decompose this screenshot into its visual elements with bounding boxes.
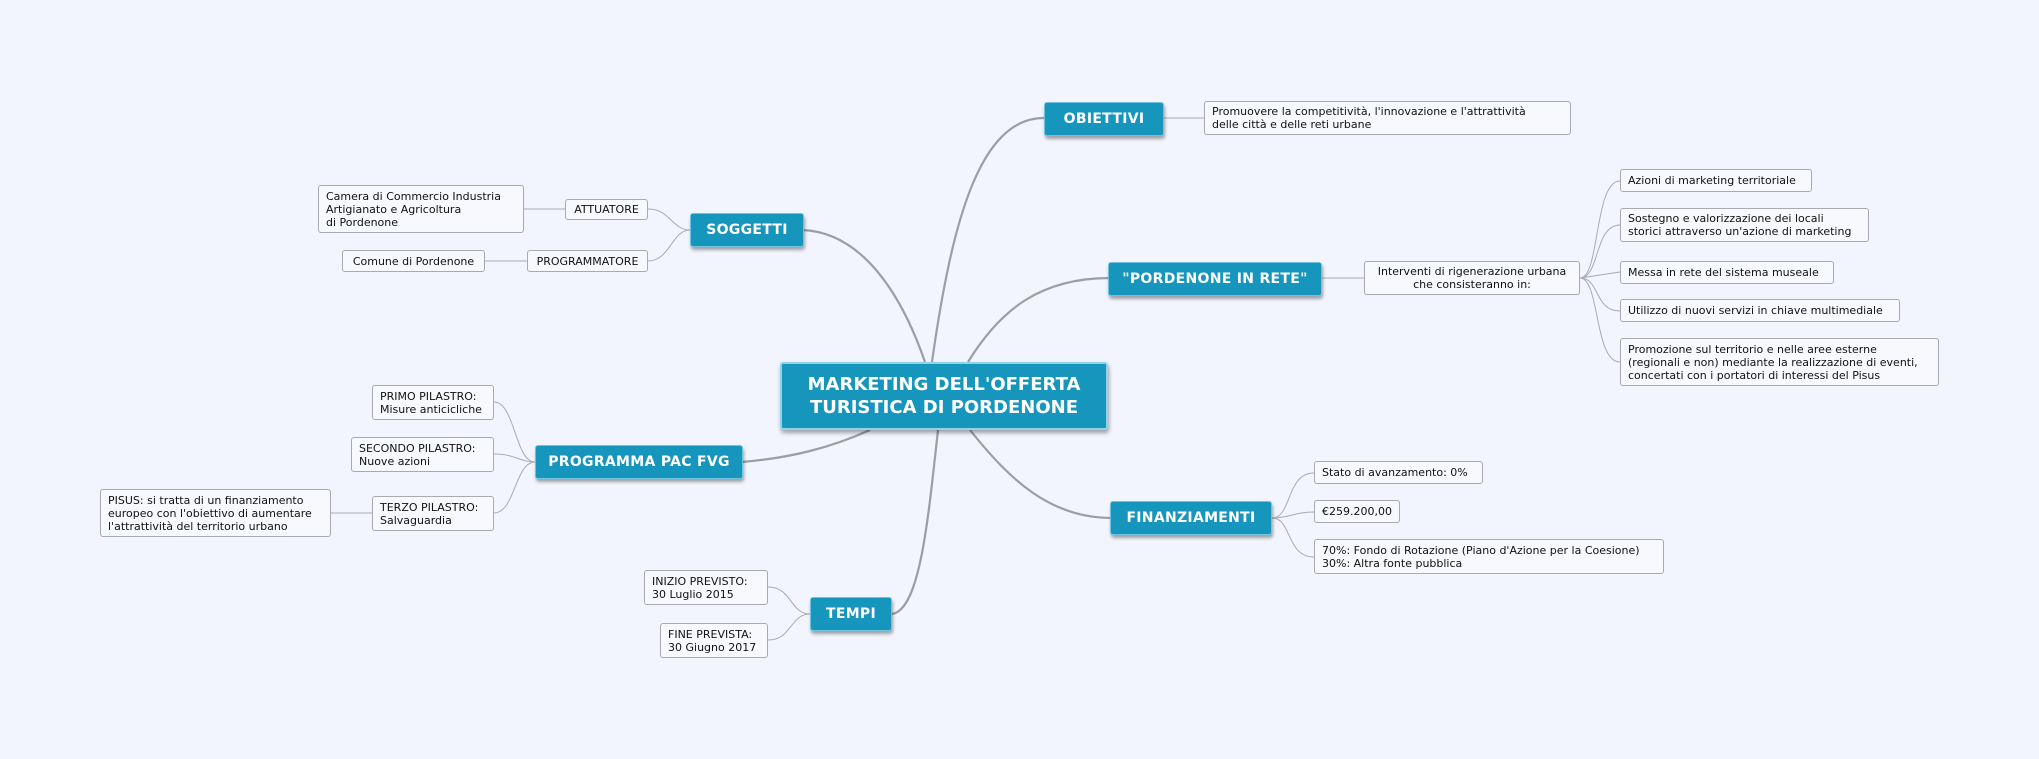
pac-primo-pilastro[interactable]: PRIMO PILASTRO: Misure anticicliche — [372, 385, 494, 420]
finanziamenti-stato[interactable]: Stato di avanzamento: 0% — [1314, 461, 1483, 484]
topic-pordenone-in-rete[interactable]: "PORDENONE IN RETE" — [1108, 262, 1322, 296]
tempi-inizio[interactable]: INIZIO PREVISTO: 30 Luglio 2015 — [644, 570, 768, 605]
pac-secondo-pilastro[interactable]: SECONDO PILASTRO: Nuove azioni — [351, 437, 494, 472]
obiettivi-detail[interactable]: Promuovere la competitività, l'innovazio… — [1204, 101, 1571, 135]
central-topic[interactable]: MARKETING DELL'OFFERTA TURISTICA DI PORD… — [780, 362, 1108, 430]
soggetti-programmatore-value[interactable]: Comune di Pordenone — [342, 250, 485, 272]
pac-pisus-note[interactable]: PISUS: si tratta di un finanziamento eur… — [100, 489, 331, 537]
rete-item-marketing[interactable]: Azioni di marketing territoriale — [1620, 169, 1812, 192]
topic-obiettivi-label: OBIETTIVI — [1063, 111, 1145, 127]
topic-tempi-label: TEMPI — [825, 606, 876, 622]
topic-tempi[interactable]: TEMPI — [810, 597, 892, 631]
finanziamenti-fonti[interactable]: 70%: Fondo di Rotazione (Piano d'Azione … — [1314, 539, 1664, 574]
rete-item-promozione[interactable]: Promozione sul territorio e nelle aree e… — [1620, 338, 1939, 386]
topic-finanziamenti-label: FINANZIAMENTI — [1126, 510, 1256, 526]
link-central-soggetti — [801, 228, 927, 363]
pac-terzo-pilastro[interactable]: TERZO PILASTRO: Salvaguardia — [372, 496, 494, 531]
link-central-finanziamenti — [969, 429, 1113, 520]
finanziamenti-importo[interactable]: €259.200,00 — [1314, 500, 1400, 523]
central-topic-line2: TURISTICA DI PORDENONE — [809, 397, 1079, 418]
tempi-fine[interactable]: FINE PREVISTA: 30 Giugno 2017 — [660, 623, 768, 658]
rete-item-locali-storici[interactable]: Sostegno e valorizzazione dei locali sto… — [1620, 208, 1869, 242]
topic-programma-pac-fvg[interactable]: PROGRAMMA PAC FVG — [535, 445, 743, 479]
topic-programma-pac-fvg-label: PROGRAMMA PAC FVG — [548, 454, 730, 470]
topic-pordenone-in-rete-label: "PORDENONE IN RETE" — [1122, 271, 1308, 287]
rete-item-servizi-multimediali[interactable]: Utilizzo di nuovi servizi in chiave mult… — [1620, 299, 1900, 322]
rete-intro[interactable]: Interventi di rigenerazione urbana che c… — [1364, 261, 1580, 295]
topic-obiettivi[interactable]: OBIETTIVI — [1044, 102, 1164, 136]
topic-finanziamenti[interactable]: FINANZIAMENTI — [1110, 501, 1272, 535]
link-central-tempi — [891, 429, 940, 616]
soggetti-programmatore[interactable]: PROGRAMMATORE — [527, 250, 648, 272]
link-central-rete — [967, 276, 1111, 363]
topic-soggetti-label: SOGGETTI — [706, 222, 788, 238]
link-central-obiettivi — [930, 116, 1045, 363]
topic-soggetti[interactable]: SOGGETTI — [690, 213, 804, 247]
soggetti-attuatore-value[interactable]: Camera di Commercio Industria Artigianat… — [318, 185, 524, 233]
soggetti-attuatore[interactable]: ATTUATORE — [565, 199, 648, 220]
rete-item-sistema-museale[interactable]: Messa in rete del sistema museale — [1620, 261, 1834, 284]
central-topic-line1: MARKETING DELL'OFFERTA — [807, 374, 1081, 395]
link-central-pac — [741, 428, 871, 464]
